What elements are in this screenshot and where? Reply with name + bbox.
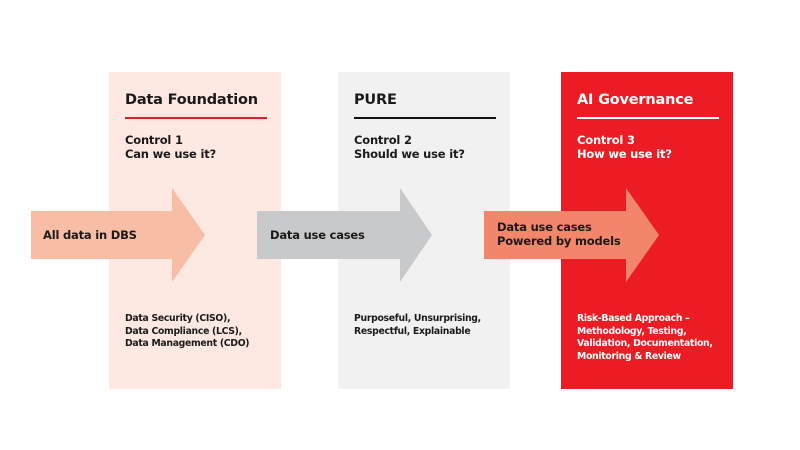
control-number: Control 1 (125, 133, 183, 147)
control-label: Control 1 Can we use it? (125, 133, 216, 161)
description-line: Data Compliance (LCS), (125, 325, 242, 337)
control-number: Control 2 (354, 133, 412, 147)
arrow-label-line: Powered by models (497, 234, 621, 248)
arrow-label-line: Data use cases (497, 220, 592, 234)
title-underline (354, 117, 496, 119)
control-question: How we use it? (577, 147, 672, 161)
title-underline (577, 117, 719, 119)
arrow-all-data (31, 188, 205, 282)
control-question: Can we use it? (125, 147, 216, 161)
description-line: Risk-Based Approach – (577, 313, 690, 324)
control-question: Should we use it? (354, 147, 465, 161)
description-line: Data Security (CISO), (125, 313, 231, 324)
description-line: Monitoring & Review (577, 350, 681, 362)
arrow-label: Data use cases (270, 228, 365, 242)
panel-title: AI Governance (577, 92, 694, 108)
arrow-label: Data use cases Powered by models (497, 220, 621, 248)
panel-title: PURE (354, 92, 397, 108)
panel-title: Data Foundation (125, 92, 258, 108)
description-line: Methodology, Testing, (577, 325, 687, 337)
title-underline (125, 117, 267, 119)
description-line: Purposeful, Unsurprising, (354, 313, 481, 324)
control-number: Control 3 (577, 133, 635, 147)
control-label: Control 3 How we use it? (577, 133, 672, 161)
arrow-data-use-cases (257, 188, 432, 282)
description-line: Respectful, Explainable (354, 325, 471, 337)
description-line: Validation, Documentation, (577, 338, 713, 349)
control-label: Control 2 Should we use it? (354, 133, 465, 161)
arrow-powered-by-models (484, 188, 659, 282)
panel-description: Data Security (CISO), Data Compliance (L… (125, 313, 250, 351)
arrow-label: All data in DBS (43, 228, 137, 242)
panel-description: Risk-Based Approach – Methodology, Testi… (577, 313, 713, 363)
panel-description: Purposeful, Unsurprising, Respectful, Ex… (354, 313, 481, 338)
description-line: Data Management (CDO) (125, 338, 250, 349)
